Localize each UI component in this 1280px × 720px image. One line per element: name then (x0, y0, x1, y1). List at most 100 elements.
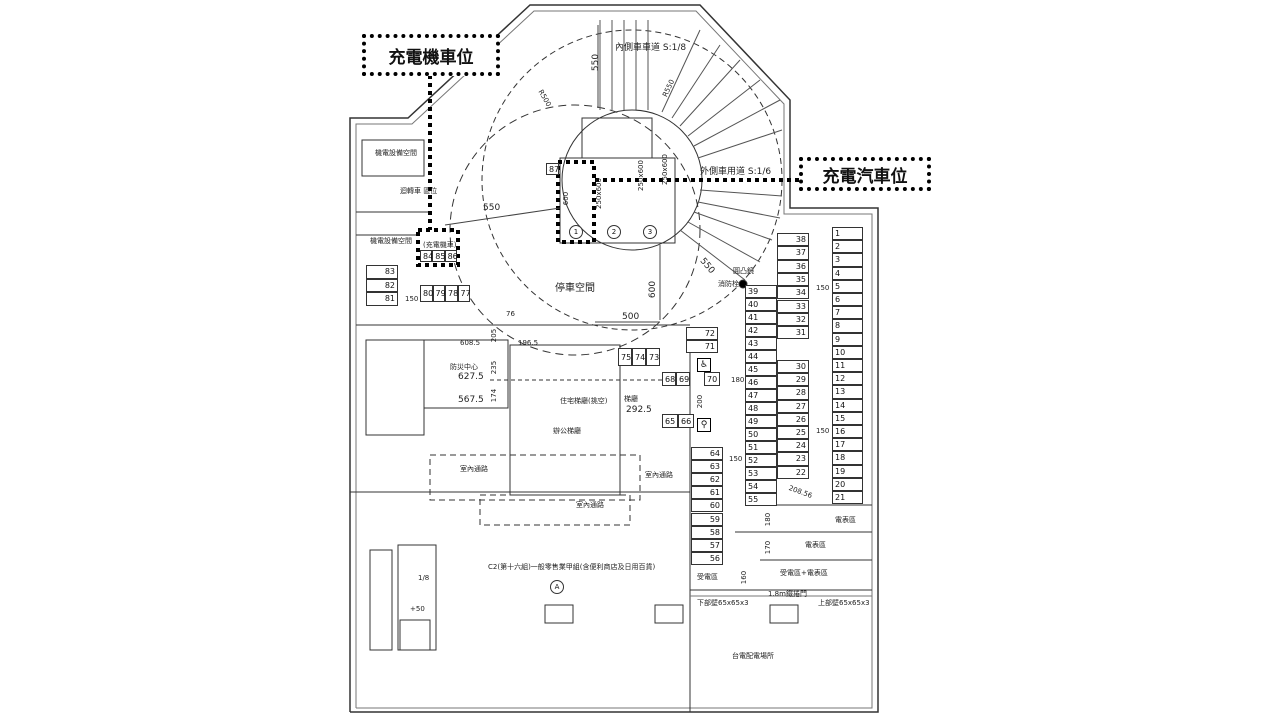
pavilion-stall-marker: 3 (643, 225, 657, 239)
machine-room-1-label: 機電設備空間 (375, 149, 417, 157)
parking-stall-62: 62 (691, 473, 723, 487)
meter-room-2-label: 電表區 (805, 541, 826, 549)
parking-stall-23: 23 (777, 452, 809, 466)
corridor-dim: 292.5 (626, 405, 652, 415)
callout-leaders (416, 75, 800, 267)
parking-stall-49: 49 (745, 415, 777, 428)
parking-stall-40: 40 (745, 298, 777, 311)
parking-stall-28: 28 (777, 386, 809, 400)
parking-stall-37: 37 (777, 246, 809, 260)
parking-stall-19: 19 (832, 464, 863, 478)
dimension: 160 (740, 570, 749, 585)
dimension: 150 (405, 295, 419, 303)
ramp-steps (599, 20, 783, 281)
parking-stall-39: 39 (745, 285, 777, 298)
dimension: 608.5 (460, 339, 481, 347)
retail-mark: A (550, 580, 564, 594)
parking-stall-21: 21 (832, 491, 863, 505)
upper-beam-label: 上部壁65x65x3 (818, 599, 870, 607)
parking-stall-75: 75 (618, 348, 632, 366)
parking-stall-6: 6 (832, 293, 863, 307)
parking-stall-20: 20 (832, 477, 863, 491)
disaster-center-dim: 627.5 (458, 372, 484, 382)
parking-stall-63: 63 (691, 460, 723, 474)
parking-stall-10: 10 (832, 345, 863, 359)
dimension: 200 (696, 394, 705, 409)
parking-stall-31: 31 (777, 326, 809, 340)
parking-stall-52: 52 (745, 454, 777, 467)
parking-stall-45: 45 (745, 363, 777, 376)
parking-stall-36: 36 (777, 259, 809, 273)
corridor-label: 梯廳 (624, 395, 638, 403)
dimension: 250x600 (660, 154, 669, 185)
parking-stall-22: 22 (777, 465, 809, 479)
inner-wall (355, 10, 873, 709)
car-charging-callout: 充電汽車位 (799, 157, 931, 191)
dimension: 205 (490, 328, 499, 343)
parking-stall-35: 35 (777, 272, 809, 287)
pavilion-stall-marker: 1 (569, 225, 583, 239)
parking-stall-4: 4 (832, 266, 863, 280)
parking-stall-27: 27 (777, 399, 809, 413)
parking-stall-71: 71 (686, 340, 718, 353)
parking-stall-61: 61 (691, 486, 723, 500)
indoor-passage-1: 室內通路 (460, 465, 488, 473)
parking-stall-79: 79 (432, 285, 446, 302)
parking-stall-48: 48 (745, 402, 777, 415)
parking-stall-18: 18 (832, 451, 863, 465)
dimension: 600 (562, 191, 571, 206)
parking-stall-47: 47 (745, 389, 777, 402)
dimension: 170 (764, 540, 773, 555)
fire-hydrant-label: 消防栓 (718, 280, 739, 288)
parking-stall-83: 83 (366, 265, 398, 279)
ramp-level-label: +50 (410, 605, 425, 613)
parking-stall-74: 74 (632, 348, 646, 366)
dimension: 250x600 (594, 178, 603, 209)
power-room-label: 受電區 (697, 573, 718, 581)
lower-beam-label: 下部壁65x65x3 (697, 599, 749, 607)
parking-stall-12: 12 (832, 372, 863, 386)
shutter-label: 1.8m鐵捲門 (768, 590, 807, 598)
parking-stall-32: 32 (777, 312, 809, 327)
dimension: 150 (729, 455, 743, 463)
parking-stall-24: 24 (777, 439, 809, 453)
parking-stall-66: 66 (678, 414, 694, 428)
parking-stall-72: 72 (686, 327, 718, 340)
dimension: 76 (506, 310, 515, 318)
parking-stall-68: 68 (662, 372, 676, 386)
dimension: 150 (816, 284, 830, 292)
family-parking-icon: ⚲ (697, 418, 711, 432)
mirror-label: 圓凸鏡 (733, 267, 754, 275)
scooter-charging-label: 充電機車位 (388, 47, 474, 68)
dimension: 196.5 (518, 339, 539, 347)
dimension: 250x600 (636, 160, 645, 191)
turntable-label: 迴轉車 區位 (400, 187, 438, 195)
parking-stall-46: 46 (745, 376, 777, 389)
parking-stall-77: 77 (457, 285, 471, 302)
dimension: 550 (483, 203, 501, 213)
wheelchair-icon: ♿ (697, 358, 711, 372)
parking-stall-85: 85 (432, 250, 445, 262)
dimension: 180 (731, 376, 745, 384)
ramp-slope-label: 1/8 (418, 574, 430, 582)
right-rooms (490, 379, 872, 597)
parking-stall-8: 8 (832, 319, 863, 333)
parking-stall-55: 55 (745, 493, 777, 506)
parking-stall-84: 84 (420, 250, 433, 262)
parking-stall-81: 81 (366, 292, 398, 306)
parking-stall-15: 15 (832, 411, 863, 425)
parking-stall-14: 14 (832, 398, 863, 412)
left-rooms (350, 139, 799, 712)
parking-stall-64: 64 (691, 447, 723, 461)
parking-stall-1: 1 (832, 227, 863, 241)
parking-stall-65: 65 (662, 414, 678, 428)
parking-stall-78: 78 (445, 285, 458, 302)
dimension: 600 (648, 280, 659, 299)
parking-stall-42: 42 (745, 324, 777, 337)
ramp-room (581, 117, 653, 159)
parking-stall-43: 43 (745, 337, 777, 350)
parking-stall-2: 2 (832, 240, 863, 254)
parking-stall-17: 17 (832, 438, 863, 452)
parking-stall-73: 73 (646, 348, 660, 366)
